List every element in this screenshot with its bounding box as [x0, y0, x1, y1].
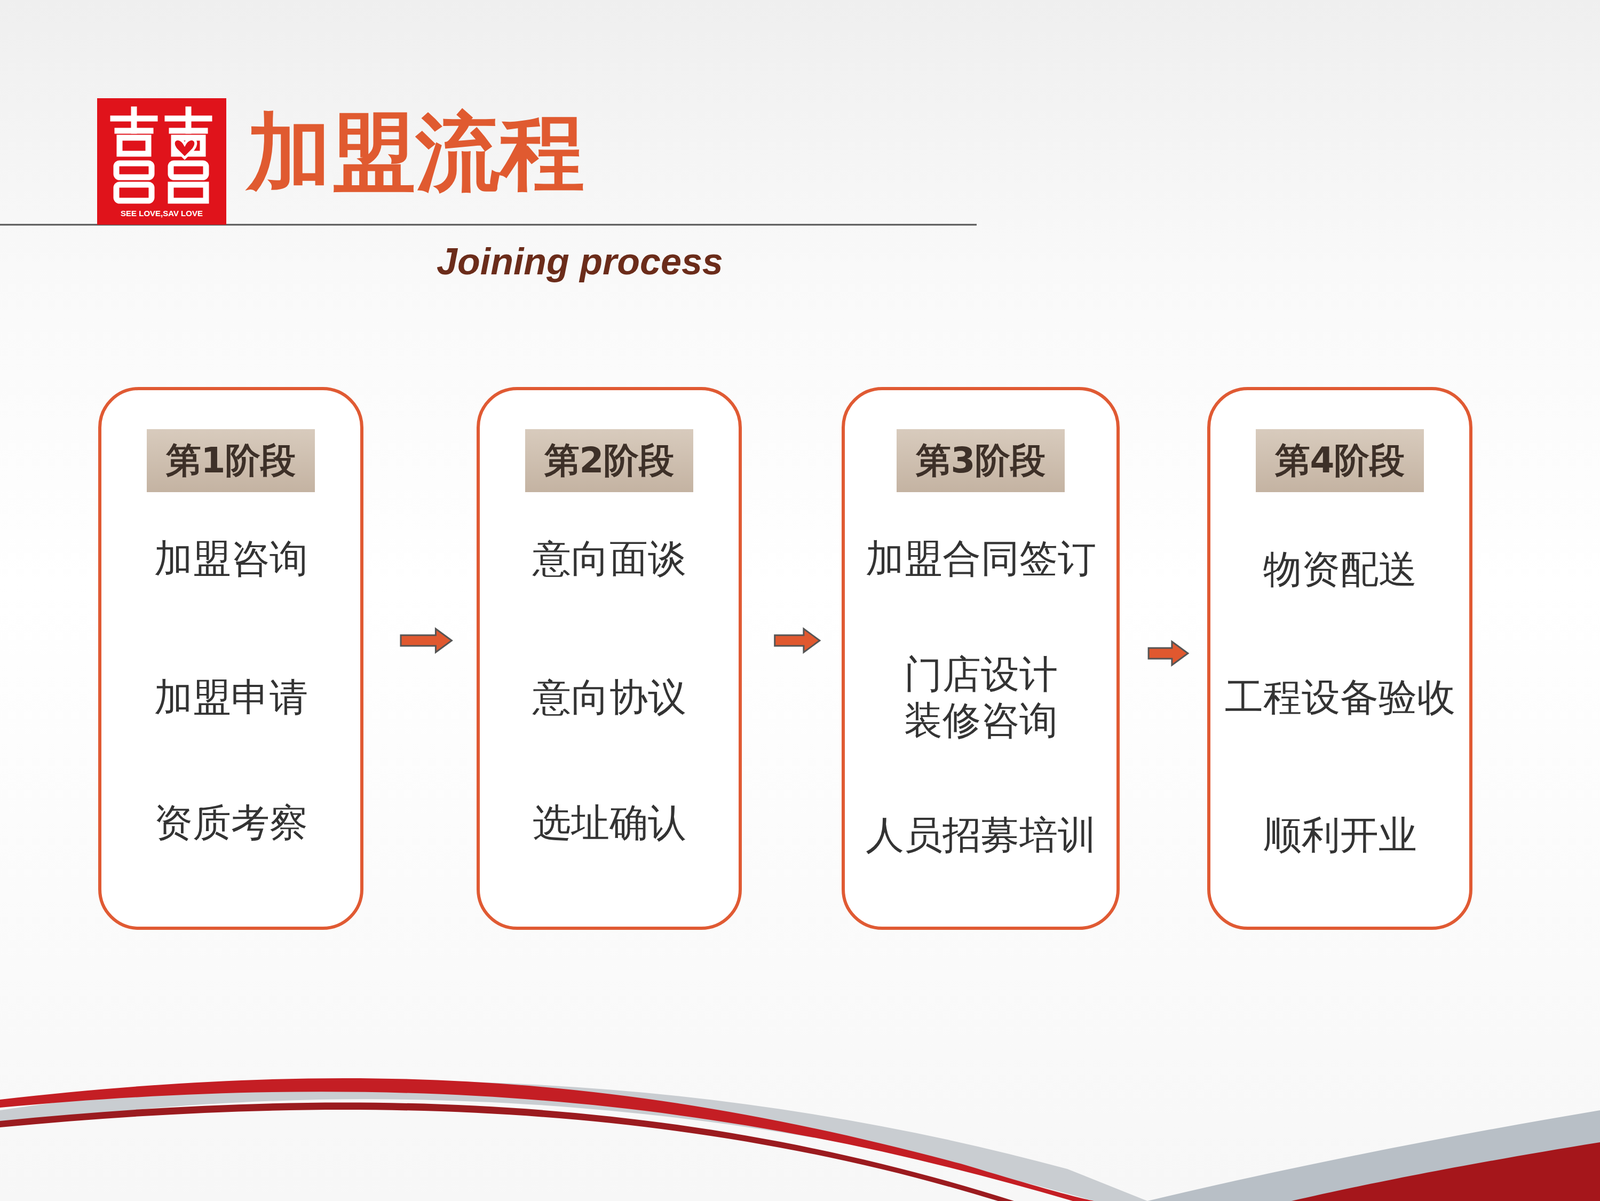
step-text-node: 顺利开业: [1263, 811, 1417, 858]
step-label: 加盟申请: [154, 674, 308, 720]
stage-box: 第1阶段加盟咨询加盟申请资质考察: [98, 386, 364, 930]
step-label: 意向面谈: [532, 535, 687, 582]
stage-arrow: [774, 628, 820, 653]
step-text-node: 物资配送: [1263, 545, 1417, 592]
logo-glyph: [113, 109, 210, 201]
swoosh-red-thin: [0, 1102, 1015, 1201]
step-text-node: 工程设备验收: [1224, 674, 1456, 720]
logo-heart: [173, 139, 196, 158]
swoosh-red-right: [1291, 1142, 1600, 1201]
stage-header: 第4阶段: [1255, 429, 1425, 493]
logo-tagline: SEE LOVE,SAV LOVE: [101, 208, 223, 219]
step-text-node: 加盟合同签订: [865, 535, 1097, 582]
stage-arrow: [1148, 641, 1188, 665]
step-label: 物资配送: [1263, 545, 1417, 592]
step-text-node: 资质考察: [154, 799, 308, 846]
stage-header: 第2阶段: [525, 429, 694, 493]
stage-box: 第3阶段加盟合同签订门店设计 装修咨询人员招募培训: [841, 386, 1120, 930]
step-label: 工程设备验收: [1224, 674, 1456, 720]
step-text-node: 加盟咨询: [154, 535, 308, 582]
swoosh-red: [0, 1078, 1095, 1201]
stage-header: 第3阶段: [896, 429, 1066, 493]
swoosh-grey-right: [1147, 1110, 1600, 1201]
block-arrow: [774, 628, 820, 653]
stage-box: 第2阶段意向面谈意向协议选址确认: [476, 386, 742, 930]
step-text-node: 意向面谈: [532, 535, 687, 582]
stage-arrow: [400, 628, 452, 653]
step-text-node: 加盟申请: [154, 674, 308, 720]
step-label: 意向协议: [532, 674, 687, 720]
subtitle: Joining process: [436, 239, 724, 284]
step-label: 加盟咨询: [154, 535, 308, 582]
step-text-node: 意向协议: [532, 674, 687, 720]
step-label: 门店设计 装修咨询: [892, 651, 1069, 743]
step-label: 加盟合同签订: [865, 535, 1097, 582]
logo-square: [97, 98, 227, 225]
stage-header: 第1阶段: [146, 429, 316, 493]
step-label: 人员招募培训: [865, 811, 1097, 858]
block-arrow: [400, 628, 452, 653]
stage-box: 第4阶段物资配送工程设备验收顺利开业: [1207, 386, 1473, 930]
step-label: 顺利开业: [1263, 811, 1417, 858]
block-arrow: [1148, 641, 1188, 665]
step-text-node: 选址确认: [532, 799, 687, 846]
step-text-node: 人员招募培训: [865, 811, 1097, 858]
page-title: 加盟流程: [247, 101, 585, 203]
step-label: 选址确认: [532, 799, 687, 846]
step-label: 资质考察: [154, 799, 308, 846]
step-text-node: 门店设计 装修咨询: [892, 651, 1069, 743]
